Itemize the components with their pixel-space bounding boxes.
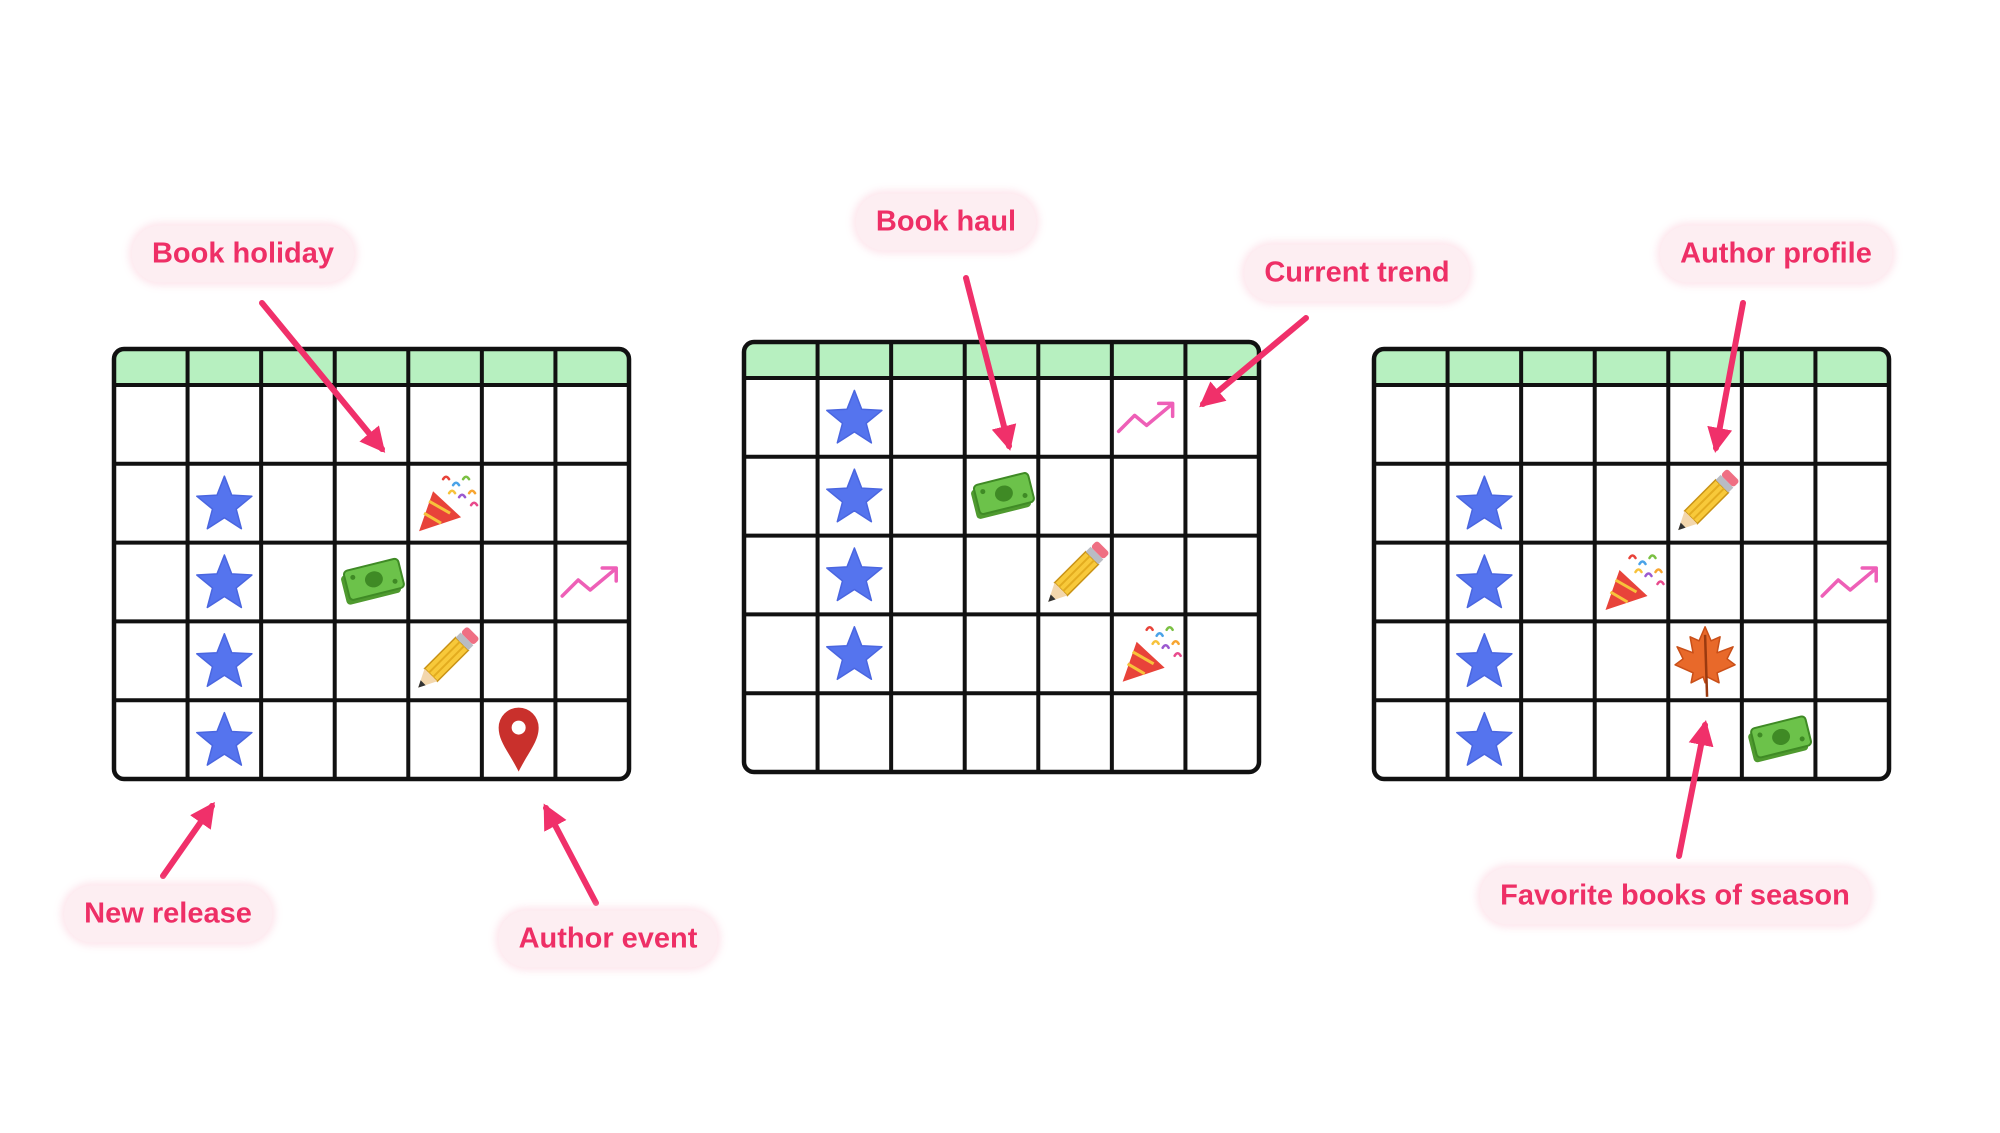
money-icon: [341, 557, 405, 605]
star-icon: [826, 626, 883, 681]
party-popper-icon: [1605, 554, 1665, 610]
money-icon: [971, 472, 1035, 519]
callout-book-holiday: Book holiday: [131, 225, 355, 283]
calendar-header: [1374, 349, 1889, 385]
star-icon: [826, 389, 883, 444]
trend-icon: [1820, 566, 1878, 598]
callout-current-trend: Current trend: [1244, 244, 1470, 302]
arrow-new-release: [160, 801, 215, 879]
star-icon: [1456, 554, 1513, 609]
star-icon: [1456, 711, 1513, 766]
pencil-icon: [418, 627, 479, 688]
arrow-current-trend: [1199, 315, 1309, 408]
arrow-author-event: [543, 803, 599, 906]
arrow-favorite-books: [1676, 720, 1714, 859]
arrow-author-profile: [1707, 300, 1746, 453]
star-icon: [1456, 633, 1513, 688]
trend-icon: [560, 566, 618, 598]
calendar-middle: [741, 339, 1262, 775]
trend-icon: [1116, 401, 1175, 434]
callout-author-profile: Author profile: [1660, 225, 1892, 283]
calendar-body: [1374, 349, 1889, 779]
star-icon: [1456, 475, 1513, 530]
calendar-left: [111, 346, 632, 782]
callout-book-haul: Book haul: [855, 193, 1037, 251]
star-icon: [196, 711, 253, 766]
star-icon: [196, 633, 253, 688]
callout-arrows: [160, 275, 1746, 906]
calendar-border: [741, 339, 1262, 775]
arrow-book-haul: [963, 275, 1017, 451]
maple-leaf-icon: [1674, 626, 1736, 697]
location-pin-icon: [498, 707, 539, 772]
star-icon: [826, 468, 883, 523]
party-popper-icon: [1122, 626, 1182, 682]
callout-author-event: Author event: [498, 910, 718, 968]
star-icon: [196, 475, 253, 530]
pencil-icon: [1048, 541, 1109, 602]
calendar-border: [1371, 346, 1892, 782]
calendar-right: [1371, 346, 1892, 782]
party-popper-icon: [419, 475, 479, 532]
calendar-header: [744, 342, 1259, 378]
calendar-header: [114, 349, 629, 385]
callout-favorite-books: Favorite books of season: [1480, 867, 1870, 925]
calendar-border: [111, 346, 632, 782]
star-icon: [826, 547, 883, 602]
pencil-icon: [1678, 469, 1739, 531]
money-icon: [1748, 715, 1813, 763]
arrow-book-holiday: [259, 300, 386, 453]
star-icon: [196, 554, 253, 609]
callout-new-release: New release: [64, 885, 272, 943]
